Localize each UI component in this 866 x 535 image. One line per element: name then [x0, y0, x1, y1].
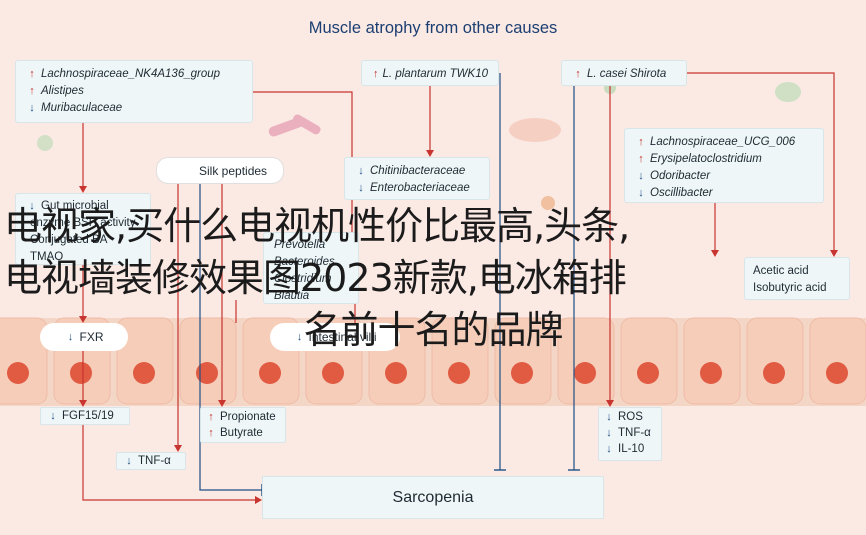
- arrow-down-icon: ↓: [638, 169, 644, 182]
- cell-nucleus: [511, 362, 533, 384]
- tnf-box: ↓TNF-α: [116, 452, 186, 470]
- intestinal-cell: [431, 317, 489, 405]
- cell-nucleus: [259, 362, 281, 384]
- cell-nucleus: [826, 362, 848, 384]
- arrow-up-icon: ↑: [638, 152, 644, 165]
- arrow-up-icon: ↑: [208, 427, 214, 439]
- background-decoration: [37, 82, 801, 210]
- intestinal-cell: [0, 317, 48, 405]
- cell-nucleus: [196, 362, 218, 384]
- taxa-box-left: ↑Lachnospiraceae_NK4A136_group ↑Alistipe…: [15, 60, 253, 123]
- arrow-down-icon: ↓: [29, 101, 35, 114]
- overlay-line: 电视墙装修效果图2023新款,电冰箱排: [4, 256, 627, 300]
- cell-nucleus: [133, 362, 155, 384]
- intestinal-cell: [746, 317, 804, 405]
- intestinal-cell: [116, 317, 174, 405]
- intestinal-cell: [494, 317, 552, 405]
- arrowhead: [830, 250, 838, 257]
- diagram-title: Muscle atrophy from other causes: [308, 19, 558, 37]
- arrow-down-icon: ↓: [606, 411, 612, 423]
- taxa-box-chitin: ↓Chitinibacteraceae ↓Enterobacteriaceae: [344, 157, 490, 200]
- silk-peptides-label: Silk peptides: [156, 157, 284, 184]
- arrow-up-icon: ↑: [208, 411, 214, 423]
- intestinal-cell: [557, 317, 615, 405]
- cell-nucleus: [322, 362, 344, 384]
- taxa-box-middle: Prevotella Bacteroides Clostridium Blaut…: [263, 232, 359, 304]
- arrowhead: [426, 150, 434, 157]
- arrowhead: [174, 445, 182, 452]
- intestinal-cell-layer: [0, 317, 866, 406]
- scfa-box: ↑Propionate ↑Butyrate: [200, 407, 286, 443]
- line: [687, 72, 835, 253]
- cell-nucleus: [637, 362, 659, 384]
- gut-microbial-box: ↓Gut microbial enzyme BSH activity Conju…: [15, 193, 151, 265]
- plantarum-box: ↑L. plantarum TWK10: [361, 60, 499, 86]
- arrow-down-icon: ↓: [638, 186, 644, 199]
- arrow-down-icon: ↓: [358, 181, 364, 194]
- fgf-box: ↓FGF15/19: [40, 407, 130, 425]
- cell-nucleus: [70, 362, 92, 384]
- line: [199, 184, 262, 491]
- arrowhead: [79, 400, 87, 407]
- arrow-up-icon: ↑: [373, 67, 379, 80]
- cell-nucleus: [7, 362, 29, 384]
- cell-nucleus: [700, 362, 722, 384]
- intestinal-cell: [620, 317, 678, 405]
- cell-nucleus: [574, 362, 596, 384]
- arrow-up-icon: ↑: [29, 84, 35, 97]
- line: [82, 425, 258, 501]
- overlay-line: 名前十名的品牌: [303, 308, 563, 352]
- list-item: ↑Alistipes: [26, 82, 242, 99]
- cell-nucleus: [448, 362, 470, 384]
- fxr-label: ↓FXR: [40, 323, 128, 351]
- arrow-down-icon: ↓: [29, 199, 35, 212]
- acids-box: Acetic acid Isobutyric acid: [744, 257, 850, 300]
- arrowhead: [79, 186, 87, 193]
- arrow-down-icon: ↓: [296, 331, 303, 343]
- arrowhead: [255, 496, 262, 504]
- arrow-down-icon: ↓: [50, 410, 56, 422]
- arrow-down-icon: ↓: [606, 443, 612, 455]
- overlay-text: 电视家,买什么电视机性价比最高,头条, 电视墙装修效果图2023新款,电冰箱排 …: [4, 200, 862, 356]
- taxa-box-right: ↑Lachnospiraceae_UCG_006 ↑Erysipelatoclo…: [624, 128, 824, 203]
- intestinal-cell: [683, 317, 741, 405]
- intestinal-villi-label: ↓Intestinal villi: [270, 323, 400, 351]
- cell-nucleus: [385, 362, 407, 384]
- list-item: ↓Muribaculaceae: [26, 99, 242, 116]
- arrow-up-icon: ↑: [29, 67, 35, 80]
- arrow-down-icon: ↓: [126, 455, 132, 467]
- overlay-line: 电视家,买什么电视机性价比最高,头条,: [4, 204, 630, 248]
- ros-box: ↓ROS ↓TNF-α ↓IL-10: [598, 407, 662, 461]
- casei-box: ↑L. casei Shirota: [561, 60, 687, 86]
- arrow-down-icon: ↓: [606, 427, 612, 439]
- arrow-down-icon: ↓: [358, 164, 364, 177]
- arrowhead: [606, 400, 614, 407]
- list-item: ↑Lachnospiraceae_NK4A136_group: [26, 65, 242, 82]
- sarcopenia-box: Sarcopenia: [262, 476, 604, 519]
- arrowhead: [218, 400, 226, 407]
- cell-nucleus: [763, 362, 785, 384]
- arrow-up-icon: ↑: [575, 67, 581, 80]
- pathway-lines: [79, 72, 838, 504]
- intestinal-cell: [809, 317, 866, 405]
- arrowhead: [79, 316, 87, 323]
- arrow-down-icon: ↓: [67, 331, 74, 343]
- arrow-up-icon: ↑: [638, 135, 644, 148]
- arrowhead: [711, 250, 719, 257]
